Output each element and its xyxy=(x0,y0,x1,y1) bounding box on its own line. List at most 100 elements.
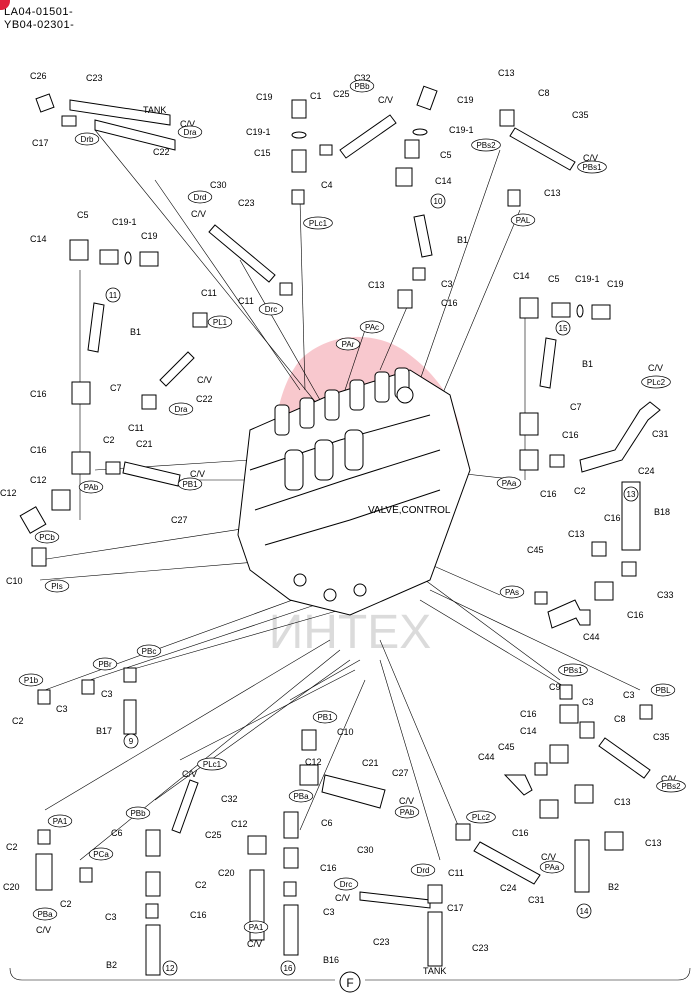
part-label-cv_f: C/V xyxy=(190,469,205,479)
part-label-c14b: C14 xyxy=(30,234,47,244)
part-label-c19_1a: C19-1 xyxy=(246,127,271,137)
part-label-c20a: C20 xyxy=(218,868,235,878)
ref-circle-r11: 11 xyxy=(105,287,121,303)
part-label-cv_m: C/V xyxy=(335,893,350,903)
part-label-cv_h: C/V xyxy=(661,774,676,784)
part-label-c19a: C19 xyxy=(256,92,273,102)
port-tag-dra_b: Dra xyxy=(168,402,194,416)
part-label-c12a: C12 xyxy=(0,488,17,498)
part-label-b17: B17 xyxy=(96,726,112,736)
part-label-c24a: C24 xyxy=(638,466,655,476)
part-label-c11d: C11 xyxy=(448,868,464,878)
port-tag-dra_a: Dra xyxy=(177,125,203,139)
part-label-c35b: C35 xyxy=(653,732,670,742)
part-label-c19_1d: C19-1 xyxy=(575,274,600,284)
part-label-c22b: C22 xyxy=(196,394,213,404)
part-label-c19d: C19 xyxy=(607,279,624,289)
part-label-c31b: C31 xyxy=(528,895,545,905)
port-tag-pbl: PBL xyxy=(650,683,676,697)
ref-number-r11: 11 xyxy=(109,291,118,300)
port-tag-pbs1b: PBs1 xyxy=(558,663,588,677)
part-label-cv_d: C/V xyxy=(191,209,206,219)
part-label-c32a: C32 xyxy=(354,73,371,83)
port-tag-drd_b: Drd xyxy=(410,863,436,877)
ref-circle-r15: 15 xyxy=(555,320,571,336)
part-label-c3a: C3 xyxy=(441,279,453,289)
port-label-pbb: PBb xyxy=(354,82,370,91)
part-label-cv_c: C/V xyxy=(583,153,598,163)
port-label-pbs1: PBs1 xyxy=(582,163,602,172)
part-label-cv_e: C/V xyxy=(197,375,212,385)
port-tag-pl1: PL1 xyxy=(207,315,233,329)
assembly-title: VALVE,CONTROL xyxy=(368,505,451,516)
port-label-pac: PAc xyxy=(365,323,379,332)
part-label-c12d: C12 xyxy=(231,819,248,829)
port-label-pis: PIs xyxy=(51,582,63,591)
port-tag-paa_b: PAa xyxy=(539,860,565,874)
part-label-c4: C4 xyxy=(321,180,333,190)
port-label-pal: PAL xyxy=(516,216,531,225)
port-tag-pcb: PCb xyxy=(34,530,60,544)
port-tag-drc_a: Drc xyxy=(258,302,284,316)
part-label-c3f: C3 xyxy=(105,912,117,922)
port-label-dra_b: Dra xyxy=(175,405,188,414)
part-label-c19_1c: C19-1 xyxy=(112,217,137,227)
port-tag-paa: PAa xyxy=(496,476,522,490)
port-tag-pac: PAc xyxy=(359,320,385,334)
part-label-tank_b: TANK xyxy=(423,966,446,976)
port-label-pbr: PBr xyxy=(98,660,112,669)
part-label-c2e: C2 xyxy=(6,842,18,852)
part-label-c13c: C13 xyxy=(368,280,385,290)
part-label-c8b: C8 xyxy=(614,714,626,724)
port-label-plc2: PLc2 xyxy=(647,378,666,387)
part-label-c22a: C22 xyxy=(153,147,170,157)
part-label-c26a: C26 xyxy=(30,71,47,81)
port-tag-pba_b: PBa xyxy=(32,907,58,921)
port-tag-pb1: PB1 xyxy=(177,477,203,491)
part-label-c21a: C21 xyxy=(136,439,153,449)
port-label-pbl: PBL xyxy=(655,686,671,695)
port-tag-pca: PCa xyxy=(88,847,114,861)
part-label-c2d: C2 xyxy=(195,880,207,890)
part-label-c20b: C20 xyxy=(3,882,20,892)
port-label-pb1: PB1 xyxy=(182,480,198,489)
part-label-cv_b: C/V xyxy=(378,95,393,105)
port-label-plc1_b: PLc1 xyxy=(203,760,222,769)
part-label-c13e: C13 xyxy=(614,797,631,807)
part-label-c10b: C10 xyxy=(337,727,354,737)
port-tag-p1b: P1b xyxy=(18,673,44,687)
ref-number-r14: 14 xyxy=(580,907,589,916)
part-label-c25a: C25 xyxy=(333,89,350,99)
port-tag-plc1_b: PLc1 xyxy=(197,757,227,771)
port-tag-pb1b: PB1 xyxy=(312,710,338,724)
page-bracket: F xyxy=(9,967,691,993)
ref-number-r10: 10 xyxy=(434,197,443,206)
part-label-c3e: C3 xyxy=(582,697,594,707)
port-tag-pba: PBa xyxy=(288,789,314,803)
part-label-c11c: C11 xyxy=(128,423,144,433)
part-label-b2b: B2 xyxy=(608,882,619,892)
part-label-c3c: C3 xyxy=(101,689,113,699)
part-label-c11b: C11 xyxy=(238,296,254,306)
port-tag-pal: PAL xyxy=(510,213,536,227)
part-label-c21b: C21 xyxy=(362,758,379,768)
port-label-pbb_b: PBb xyxy=(130,809,146,818)
part-label-c13f: C13 xyxy=(645,838,662,848)
port-label-pbc: PBc xyxy=(142,647,157,656)
part-label-c19_1b: C19-1 xyxy=(449,125,474,135)
part-label-c16f: C16 xyxy=(604,513,621,523)
part-label-cv_n: C/V xyxy=(541,852,556,862)
part-label-c2a: C2 xyxy=(103,435,115,445)
document-code-line-1: LA04-01501- xyxy=(4,6,74,18)
part-label-c5c: C5 xyxy=(548,274,560,284)
ref-number-r16: 16 xyxy=(284,964,293,973)
part-label-c44a: C44 xyxy=(583,632,600,642)
part-label-c14d: C14 xyxy=(520,726,537,736)
part-label-c12b: C12 xyxy=(30,475,47,485)
part-label-c9: C9 xyxy=(549,682,561,692)
port-tag-pbr: PBr xyxy=(92,657,118,671)
port-label-drd_a: Drd xyxy=(194,193,207,202)
